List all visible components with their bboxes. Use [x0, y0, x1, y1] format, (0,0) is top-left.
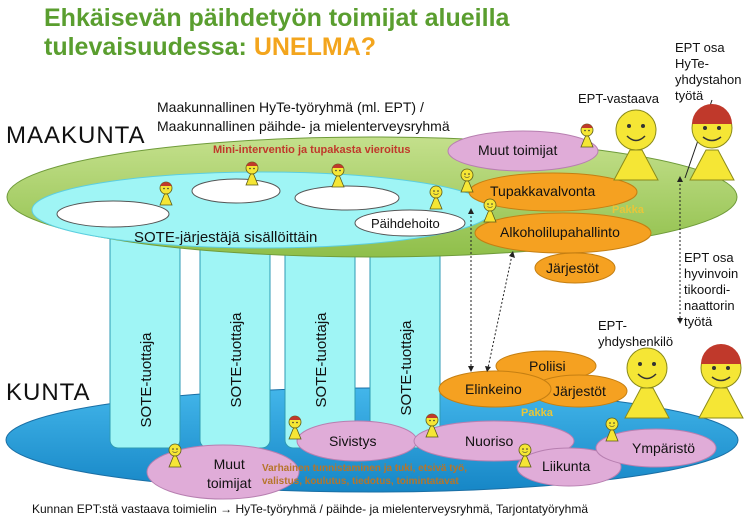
sote-tuottaja-label-2: SOTE-tuottaja: [228, 312, 245, 408]
pakka-mk-label: Pakka: [612, 204, 644, 216]
muut-toimijat-mk-ellipse: [447, 130, 599, 172]
title-line2-prefix: tulevaisuudessa:: [44, 33, 254, 61]
ept-yhdyshenkilo-line1: EPT-: [598, 318, 627, 333]
early-support-label: Varhainen tunnistaminen ja tuki, etsivä …: [262, 462, 467, 488]
muut-toimijat-kunta-line2: toimijat: [207, 475, 252, 491]
jarjestot-mk-label: Järjestöt: [546, 260, 599, 276]
title-highlight: UNELMA?: [253, 33, 377, 61]
paihdehoito-ellipse: [354, 209, 466, 237]
hyvinvointi-role-line1: EPT osa: [684, 250, 734, 265]
hyvinvointi-role-line4: naattorin: [684, 298, 735, 313]
tupakkavalvonta-label: Tupakkavalvonta: [490, 183, 596, 199]
sote-tuottaja-label-1: SOTE-tuottaja: [138, 332, 155, 428]
liikunta-label: Liikunta: [542, 458, 591, 474]
early-support-line1: Varhainen tunnistaminen ja tuki, etsivä …: [262, 463, 468, 474]
nuoriso-ellipse: [413, 420, 575, 462]
ept-yhdyshenkilo-label: EPT- yhdyshenkilö: [598, 318, 673, 350]
ept-vastaava-figure: [613, 109, 659, 181]
poliisi-label: Poliisi: [529, 358, 566, 374]
maakunta-level-label: MAAKUNTA: [6, 122, 146, 149]
hyvinvointi-role-line2: hyvinvoin: [684, 266, 739, 281]
ept-yhdyshenkilo-line2: yhdyshenkilö: [598, 334, 674, 349]
hyte-role-line3: yhdystahon: [675, 72, 742, 87]
elinkeino-ellipse: [438, 370, 552, 408]
hyte-role-line4: työtä: [675, 88, 704, 103]
maakunta-group-label: Maakunnallinen HyTe-työryhmä (ml. EPT) /…: [157, 98, 450, 136]
alkoholilupahallinto-label: Alkoholilupahallinto: [500, 224, 620, 240]
ept-yhdyshenkilo-figure: [624, 347, 670, 419]
sote-service-3: [294, 185, 400, 211]
sivistys-label: Sivistys: [329, 433, 377, 449]
hyvinvointi-role-line5: työtä: [684, 314, 713, 329]
liikunta-ellipse: [516, 447, 622, 487]
muut-toimijat-mk-label: Muut toimijat: [478, 142, 558, 158]
sote-service-1: [56, 200, 170, 228]
hyvinvointikoordinaattori-figure: [698, 344, 744, 419]
jarjestot-mk-ellipse: [534, 252, 616, 284]
nuoriso-label: Nuoriso: [465, 433, 514, 449]
ept-vastaava-label: EPT-vastaava: [578, 91, 659, 106]
maakunta-group-line2: Maakunnallinen päihde- ja mielenterveysr…: [157, 118, 450, 134]
hyte-role-line1: EPT osa: [675, 40, 725, 55]
hyvinvointi-role-label: EPT osa hyvinvoin tikoordi- naattorin ty…: [684, 250, 738, 330]
maakunta-group-line1: Maakunnallinen HyTe-työryhmä (ml. EPT) /: [157, 99, 424, 115]
title-line1: Ehkäisevän päihdetyön toimijat alueilla: [44, 4, 510, 32]
sote-service-2: [191, 178, 281, 204]
paihdehoito-label: Päihdehoito: [371, 216, 440, 231]
muut-toimijat-kunta-ellipse: [146, 444, 300, 500]
muut-toimijat-kunta-label: Muut toimijat: [207, 455, 251, 493]
sote-integrator-label: SOTE-järjestäjä sisällöittäin: [134, 229, 318, 246]
sote-tuottaja-label-3: SOTE-tuottaja: [313, 312, 330, 408]
footer-note: Kunnan EPT:stä vastaava toimielin → HyTe…: [32, 502, 589, 516]
mini-intervention-label: Mini-interventio ja tupakasta vieroitus: [213, 144, 411, 156]
page-title: Ehkäisevän päihdetyön toimijat alueilla …: [44, 4, 509, 62]
hyte-yhdystaho-figure: [689, 104, 735, 181]
alkoholilupahallinto-ellipse: [474, 212, 652, 254]
pakka-kunta-label: Pakka: [521, 407, 553, 419]
hyvinvointi-role-line3: tikoordi-: [684, 282, 731, 297]
early-support-line2: valistus, koulutus, tiedotus, toimintata…: [262, 476, 459, 487]
elinkeino-label: Elinkeino: [465, 381, 522, 397]
sote-pillars: [109, 217, 441, 449]
ymparisto-ellipse: [595, 428, 717, 468]
jarjestot-kunta-label: Järjestöt: [553, 383, 606, 399]
muut-toimijat-kunta-line1: Muut: [213, 456, 245, 472]
hyte-role-label: EPT osa HyTe- yhdystahon työtä: [675, 40, 742, 104]
sote-tuottaja-label-4: SOTE-tuottaja: [398, 320, 415, 416]
person-icon: [580, 123, 594, 148]
ymparisto-label: Ympäristö: [632, 440, 696, 456]
connector-arrows: [470, 180, 681, 369]
kunta-level-label: KUNTA: [6, 379, 91, 406]
hyte-role-line2: HyTe-: [675, 56, 709, 71]
title-line2: tulevaisuudessa: UNELMA?: [44, 33, 509, 62]
